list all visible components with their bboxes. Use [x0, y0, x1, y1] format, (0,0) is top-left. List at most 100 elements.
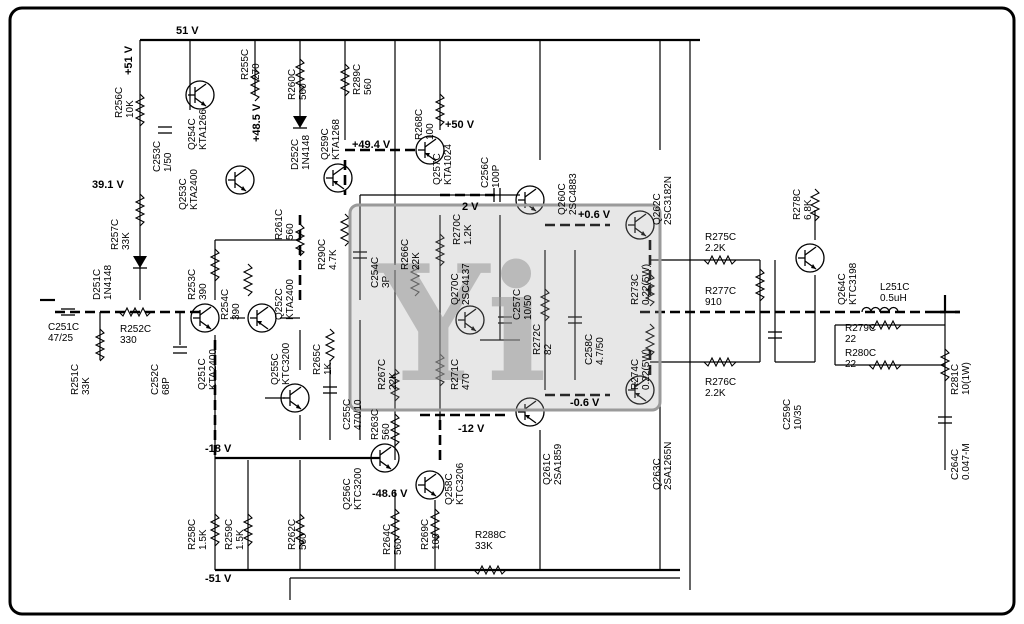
component-value: KTA1024: [443, 144, 454, 185]
transistor-symbol: [625, 375, 655, 405]
component-value: 6.8K: [803, 199, 814, 220]
resistor-symbol: [473, 564, 507, 576]
resistor-symbol: [339, 63, 351, 97]
component-ref: R281C: [950, 364, 961, 395]
component-label: C254C3P: [370, 257, 392, 288]
rail-label: -0.6 V: [570, 397, 600, 409]
rail-label: -51 V: [205, 573, 232, 585]
resistor-symbol: [434, 353, 446, 387]
resistor-symbol: [242, 513, 254, 547]
component-ref: Q262C: [652, 193, 663, 225]
component-ref: C251C: [48, 322, 79, 333]
component-label: R281C10(1W): [950, 362, 972, 395]
component-ref: R280C: [845, 348, 876, 359]
component-ref: R278C: [792, 189, 803, 220]
resistor-symbol: [703, 254, 737, 266]
component-label: Q255CKTC3200: [270, 342, 292, 385]
rail-label: -18 V: [205, 443, 232, 455]
capacitor-symbol: [938, 416, 952, 424]
rail-label: 39.1 V: [92, 179, 124, 191]
component-label: Q270C2SC4137: [450, 263, 472, 305]
component-ref: R288C: [475, 530, 506, 541]
component-value: 560: [363, 78, 374, 95]
schematic-frame: [8, 6, 1016, 616]
rail-label: -48.6 V: [372, 488, 408, 500]
component-value: 10/50: [523, 295, 534, 320]
component-ref: R269C: [420, 519, 431, 550]
resistor-symbol: [294, 58, 306, 92]
component-ref: R253C: [187, 269, 198, 300]
component-label: R260C560: [287, 69, 309, 100]
rail-label: +48.5 V: [251, 103, 263, 142]
component-label: D251C1N4148: [92, 265, 114, 300]
resistor-symbol: [209, 248, 221, 282]
component-value: 560: [381, 423, 392, 440]
component-label: Q256CKTC3200: [342, 467, 364, 510]
resistor-symbol: [809, 188, 821, 222]
component-label: R259C1.5K: [224, 519, 246, 550]
capacitor-symbol: [768, 331, 782, 339]
component-value: KTA2400: [285, 279, 296, 320]
component-value: 1.5K: [198, 529, 209, 550]
component-value: 10/35: [793, 405, 804, 430]
rail-label: 51 V: [176, 25, 199, 37]
component-label: R268C100: [414, 109, 436, 140]
component-label: Q251CKTA2400: [197, 349, 219, 390]
component-ref: R260C: [287, 69, 298, 100]
component-ref: C255C: [342, 399, 353, 430]
component-value: 22K: [411, 252, 422, 270]
component-label: R256C10K: [114, 87, 136, 118]
component-value: 0.22(5W): [641, 349, 652, 390]
component-value: 33K: [475, 541, 493, 552]
component-value: 2.2K: [705, 388, 726, 399]
component-label: R272C82: [532, 324, 554, 355]
component-label: C264C0.047-M: [950, 443, 972, 480]
component-ref: R252C: [120, 324, 151, 335]
component-value: 470: [461, 373, 472, 390]
component-label: Q252CKTA2400: [274, 279, 296, 320]
resistor-symbol: [754, 268, 766, 302]
component-ref: R261C: [274, 209, 285, 240]
component-label: R254C390: [220, 289, 242, 320]
resistor-symbol: [134, 93, 146, 127]
component-label: Q257CKTA1024: [432, 144, 454, 185]
component-value: 68P: [161, 377, 172, 395]
component-ref: Q255C: [270, 353, 281, 385]
component-ref: Q261C: [542, 453, 553, 485]
component-value: KTA2400: [208, 349, 219, 390]
transistor-symbol: [247, 303, 277, 333]
component-value: 1/50: [163, 152, 174, 172]
component-value: 22: [845, 359, 857, 370]
resistor-symbol: [868, 319, 902, 331]
resistor-symbol: [868, 359, 902, 371]
component-value: KTA2400: [189, 169, 200, 210]
transistor-symbol: [415, 135, 445, 165]
rail-label: +50 V: [445, 119, 475, 131]
component-ref: Q254C: [187, 118, 198, 150]
component-ref: R264C: [382, 524, 393, 555]
component-value: 100: [425, 123, 436, 140]
component-value: 390: [198, 283, 209, 300]
resistor-symbol: [389, 508, 401, 542]
component-value: 560: [298, 83, 309, 100]
resistor-symbol: [703, 356, 737, 368]
component-label: R269C100: [420, 519, 442, 550]
component-ref: R289C: [352, 64, 363, 95]
component-label: R278C6.8K: [792, 189, 814, 220]
component-ref: C253C: [152, 141, 163, 172]
watermark-text: Yi: [373, 230, 547, 418]
component-ref: C259C: [782, 399, 793, 430]
component-ref: R265C: [312, 344, 323, 375]
component-label: R251C33K: [70, 364, 92, 395]
component-value: 2SC3182N: [663, 176, 674, 225]
component-ref: R254C: [220, 289, 231, 320]
component-ref: R256C: [114, 87, 125, 118]
component-ref: R275C: [705, 232, 736, 243]
component-value: 560: [285, 223, 296, 240]
component-label: Q264CKTC3198: [837, 262, 859, 305]
component-ref: R270C: [452, 214, 463, 245]
